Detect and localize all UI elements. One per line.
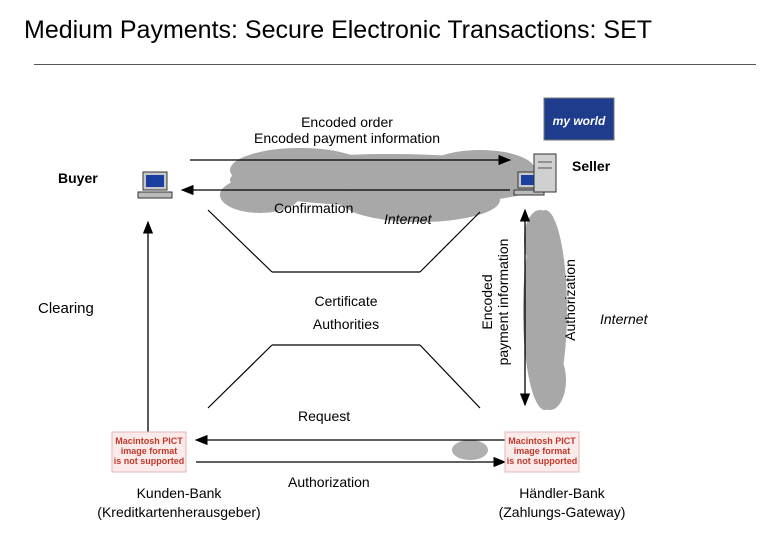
internet-cloud-right <box>523 210 567 410</box>
title-rule <box>34 64 756 65</box>
buyer-computer-icon <box>137 171 173 199</box>
svg-text:my world: my world <box>553 114 606 128</box>
encoded-order-label: Encoded order Encoded payment informatio… <box>254 114 440 146</box>
clearing-label: Clearing <box>38 300 94 317</box>
internet-label-top: Internet <box>384 211 432 227</box>
slide-title: Medium Payments: Secure Electronic Trans… <box>24 16 653 44</box>
pict-placeholder-left: Macintosh PICT image format is not suppo… <box>113 436 185 466</box>
pict-placeholder-right: Macintosh PICT image format is not suppo… <box>506 436 578 466</box>
buyer-label: Buyer <box>58 170 98 186</box>
certificate-authorities-label: Certificate Authorities <box>312 293 380 332</box>
merchant-bank-label: Händler-Bank (Zahlungs-Gateway) <box>498 485 626 520</box>
pict-placeholder-right-frame <box>504 431 580 473</box>
request-label: Request <box>298 408 351 424</box>
pict-placeholder-left-frame <box>111 431 187 473</box>
seller-label: Seller <box>572 158 611 174</box>
my-world-logo: my world <box>543 97 615 141</box>
encoded-payment-vertical-label: Encoded payment information <box>479 238 511 366</box>
authorization-bottom-label: Authorization <box>288 474 370 490</box>
customer-bank-label: Kunden-Bank (Kreditkartenherausgeber) <box>97 485 261 520</box>
confirmation-label: Confirmation <box>274 200 354 216</box>
authorization-vertical-label: Authorization <box>562 259 578 341</box>
internet-label-right: Internet <box>600 311 648 327</box>
internet-cloud-bottom <box>452 440 488 460</box>
internet-cloud-top <box>220 148 550 222</box>
ca-connector-lines <box>207 209 481 409</box>
seller-server-icon <box>513 153 557 196</box>
